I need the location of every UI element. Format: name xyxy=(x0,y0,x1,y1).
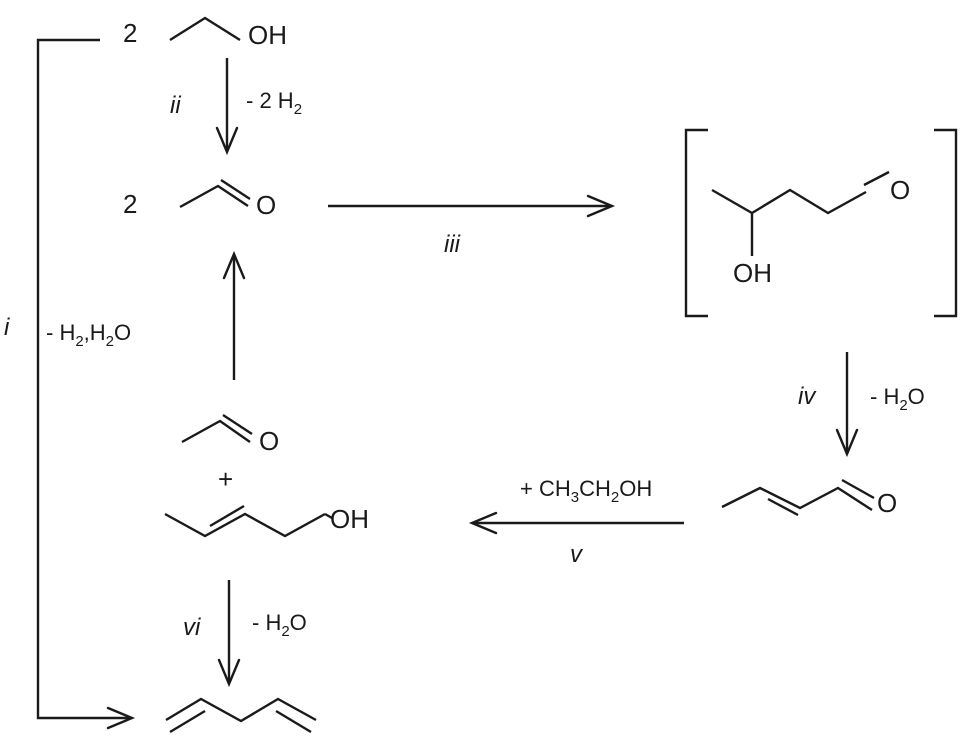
right-bracket xyxy=(934,128,958,318)
butadiene-structure xyxy=(165,697,317,734)
crotyl-alcohol-bonds xyxy=(164,512,326,538)
step-vi: vi - H2O xyxy=(183,580,307,688)
step-v-arrow-head xyxy=(468,511,498,535)
step-v-cond-b: CH xyxy=(579,476,611,501)
step-ii: ii - 2 H2 xyxy=(170,58,302,156)
crotonaldehyde-bonds xyxy=(721,486,873,512)
ethanol-hydroxyl: OH xyxy=(248,20,287,50)
step-iii: iii xyxy=(328,194,616,258)
crotonaldehyde-structure: O xyxy=(721,478,897,518)
recycle-arrow xyxy=(222,250,246,380)
step-iii-label: iii xyxy=(444,231,461,258)
step-i-cond-c: O xyxy=(114,320,131,345)
step-i-arrow-head xyxy=(106,706,136,730)
crotyl-alcohol-structure: OH xyxy=(164,504,369,538)
step-ii-arrow-head xyxy=(215,126,239,156)
aldol-hydroxyl: OH xyxy=(733,258,772,288)
step-iv-cond-sub: 2 xyxy=(899,397,907,414)
step-vi-cond-sub: 2 xyxy=(281,623,289,640)
aldol-double-bond xyxy=(863,170,890,187)
ethanol-coefficient: 2 xyxy=(123,18,137,48)
crotonaldehyde-co-double xyxy=(841,478,875,500)
crotyl-alcohol-hydroxyl: OH xyxy=(330,504,369,534)
step-iv-conditions: - H2O xyxy=(870,384,925,414)
step-vi-cond-b: O xyxy=(290,610,307,635)
step-iv-label: iv xyxy=(798,383,817,410)
acetaldehyde-product-double xyxy=(222,413,253,436)
step-i-route-line xyxy=(36,38,132,720)
step-v-conditions: + CH3CH2OH xyxy=(520,476,652,506)
step-v-label: v xyxy=(570,541,584,568)
step-i: i - H2,H2O xyxy=(4,38,136,730)
left-bracket xyxy=(684,128,708,318)
step-ii-cond-sub: 2 xyxy=(294,101,302,118)
step-i-conditions: - H2,H2O xyxy=(46,320,131,350)
butadiene-double-1 xyxy=(169,709,206,734)
step-ii-cond-a: - 2 H xyxy=(246,88,294,113)
step-i-cond-b: ,H xyxy=(84,320,106,345)
aldol-intermediate: O OH xyxy=(684,128,958,318)
crotyl-alcohol-double xyxy=(209,504,245,528)
step-i-cond-sub-a: 2 xyxy=(75,333,83,350)
butadiene-double-2 xyxy=(275,709,312,734)
step-v-cond-sub-a: 3 xyxy=(571,489,579,506)
step-v-cond-c: OH xyxy=(619,476,652,501)
step-v-cond-sub-b: 2 xyxy=(611,489,619,506)
butadiene-bonds xyxy=(165,697,317,723)
step-ii-conditions: - 2 H2 xyxy=(246,88,302,118)
acetaldehyde-product-bonds xyxy=(181,419,251,444)
recycle-arrow-head xyxy=(222,250,246,280)
step-i-cond-sub-b: 2 xyxy=(106,333,114,350)
step-v: + CH3CH2OH v xyxy=(468,476,684,568)
acetaldehyde-bonds xyxy=(179,184,249,209)
step-i-cond-a: - H xyxy=(46,320,75,345)
acetaldehyde-structure: 2 O xyxy=(123,178,276,220)
step-vi-cond-a: - H xyxy=(252,610,281,635)
ethanol-bonds xyxy=(169,16,241,42)
acetaldehyde-double-bond xyxy=(220,178,251,201)
crotonaldehyde-oxygen: O xyxy=(877,488,897,518)
step-iii-arrow-head xyxy=(586,194,616,218)
ethanol-structure: 2 OH xyxy=(123,16,287,50)
step-vi-label: vi xyxy=(183,614,201,641)
step-v-cond-a: + CH xyxy=(520,476,571,501)
step-i-label: i xyxy=(4,314,10,341)
step-iv-cond-a: - H xyxy=(870,384,899,409)
plus-sign: + xyxy=(218,464,233,494)
acetaldehyde-product-oxygen: O xyxy=(259,426,279,456)
step-iv-arrow-head xyxy=(835,428,859,458)
aldol-chain-bonds xyxy=(711,188,867,215)
crotonaldehyde-cc-double xyxy=(767,497,799,517)
step-iv: iv - H2O xyxy=(798,352,925,458)
crotyl-alcohol-oh-bond xyxy=(324,512,333,520)
step-vi-arrow-head xyxy=(217,658,241,688)
step-iv-cond-b: O xyxy=(908,384,925,409)
acetaldehyde-oxygen: O xyxy=(256,190,276,220)
acetaldehyde-product: O + xyxy=(181,413,279,494)
step-vi-conditions: - H2O xyxy=(252,610,307,640)
step-ii-label: ii xyxy=(170,92,181,119)
acetaldehyde-coefficient: 2 xyxy=(123,189,137,219)
aldol-oxygen: O xyxy=(890,175,910,205)
